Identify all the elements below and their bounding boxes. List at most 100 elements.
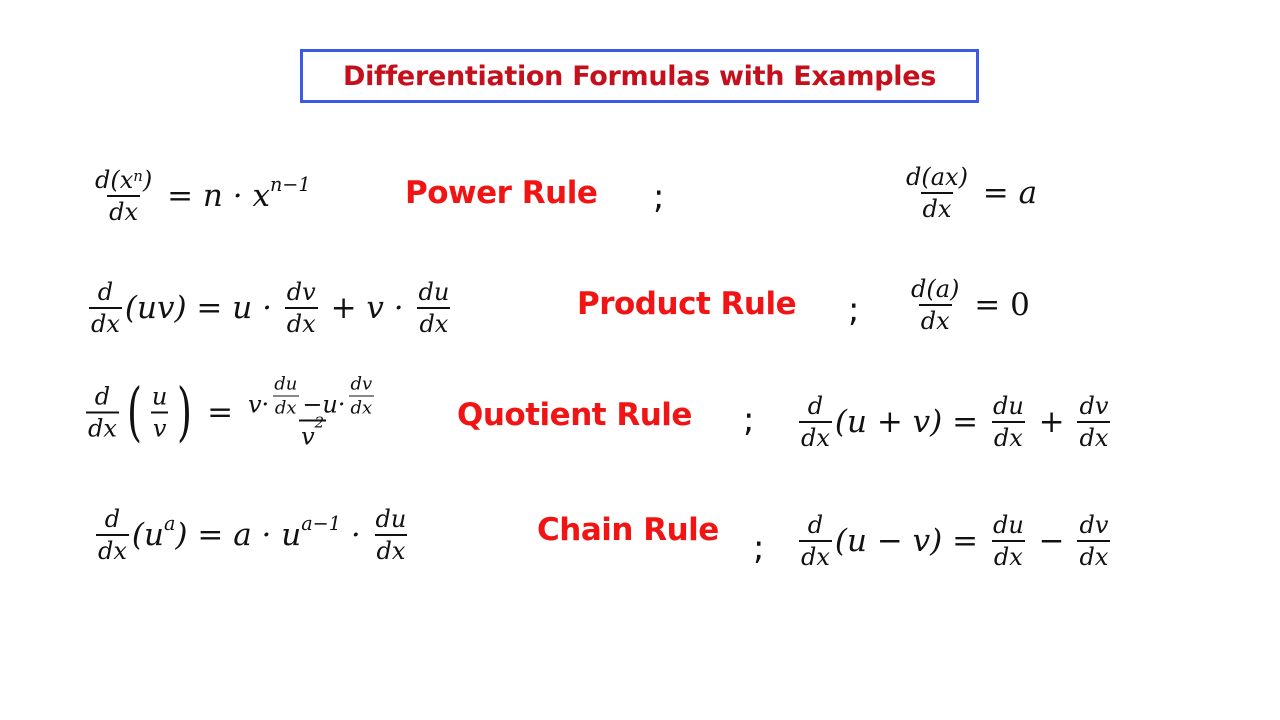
math-text: d: [104, 505, 121, 533]
denominator: dx: [96, 534, 129, 565]
math-text: 0: [1010, 287, 1030, 323]
fraction: d dx: [86, 382, 119, 442]
math-text: dv: [350, 373, 373, 395]
math-text: −u·: [302, 390, 346, 419]
numerator: d: [103, 505, 122, 534]
math-text: dx: [376, 537, 406, 565]
denominator: dx: [1077, 421, 1111, 452]
fraction: d(a)dx: [909, 275, 961, 335]
numerator: du: [991, 392, 1026, 421]
numerator: d: [93, 382, 112, 411]
math-text: = a: [972, 175, 1038, 211]
math-text: dx: [801, 543, 830, 571]
formula-constant-multiple: d(ax)dx = a: [901, 163, 1037, 223]
denominator: dx: [284, 307, 318, 338]
math-text: (u + v) =: [834, 404, 988, 440]
math-text: du: [274, 373, 298, 395]
right-paren: ): [177, 375, 193, 449]
math-text: d(ax): [906, 163, 968, 191]
math-text: dx: [1079, 424, 1109, 452]
denominator: dx: [348, 395, 375, 419]
rule-label-power: Power Rule: [405, 175, 598, 211]
math-text: (uv) = u ·: [124, 290, 282, 326]
math-text: d: [807, 511, 824, 539]
math-text: dx: [274, 397, 297, 419]
numerator: dv: [285, 278, 318, 307]
formula-constant: d(a)dx = 0: [906, 275, 1030, 335]
math-text: dx: [88, 414, 117, 442]
numerator: dv: [349, 374, 375, 396]
numerator: du: [416, 278, 451, 307]
math-text: =: [964, 287, 1011, 323]
superscript: a: [163, 511, 176, 535]
math-text: +: [1028, 404, 1075, 440]
separator: ;: [653, 177, 665, 217]
math-text: =: [197, 394, 243, 430]
page-title: Differentiation Formulas with Examples: [342, 60, 937, 92]
math-text: dx: [419, 310, 449, 338]
math-text: du: [418, 278, 450, 306]
math-text: dx: [1079, 543, 1109, 571]
superscript: a−1: [301, 511, 341, 535]
title-box: Differentiation Formulas with Examples: [300, 49, 979, 103]
denominator: dx: [799, 540, 832, 571]
math-text: dx: [350, 397, 373, 419]
denominator: dx: [272, 395, 299, 419]
math-text: dx: [286, 310, 316, 338]
math-text: d(a): [911, 275, 960, 303]
math-text: v: [301, 422, 315, 451]
math-text: d: [97, 278, 114, 306]
fraction: du dx: [991, 392, 1026, 452]
numerator: d: [96, 278, 115, 307]
numerator: d: [806, 392, 825, 421]
fraction: dv dx: [1077, 392, 1111, 452]
denominator: dx: [991, 421, 1025, 452]
math-text: ): [142, 166, 153, 194]
math-text: dx: [993, 424, 1023, 452]
numerator: dv: [1077, 511, 1110, 540]
rule-label-quotient: Quotient Rule: [457, 397, 692, 433]
math-text: ) = a · u: [175, 517, 302, 553]
numerator: du: [272, 374, 299, 396]
math-text: dv: [286, 278, 316, 306]
numerator: d(ax): [904, 163, 970, 192]
separator: ;: [848, 290, 860, 330]
math-text: ·: [340, 517, 371, 553]
math-text: + v ·: [320, 290, 414, 326]
denominator: dx: [374, 534, 408, 565]
math-text: du: [375, 505, 407, 533]
fraction: dv dx: [1077, 511, 1111, 571]
numerator: d(a): [909, 275, 961, 304]
fraction: dv dx: [284, 278, 318, 338]
math-text: dv: [1079, 511, 1109, 539]
denominator: dx: [918, 304, 952, 335]
superscript: n−1: [269, 172, 311, 196]
fraction: du dx: [374, 505, 409, 565]
rule-label-chain: Chain Rule: [537, 512, 719, 548]
numerator: dv: [1077, 392, 1110, 421]
math-text: (u: [131, 517, 164, 553]
numerator: d: [806, 511, 825, 540]
separator: ;: [753, 528, 765, 568]
math-text: du: [992, 511, 1024, 539]
superscript: 2: [314, 413, 325, 432]
fraction: du dx: [416, 278, 451, 338]
denominator: v: [150, 411, 169, 442]
separator: ;: [743, 400, 755, 440]
denominator: dx: [1077, 540, 1111, 571]
math-text: u: [151, 382, 168, 410]
math-text: d(x: [95, 166, 134, 194]
